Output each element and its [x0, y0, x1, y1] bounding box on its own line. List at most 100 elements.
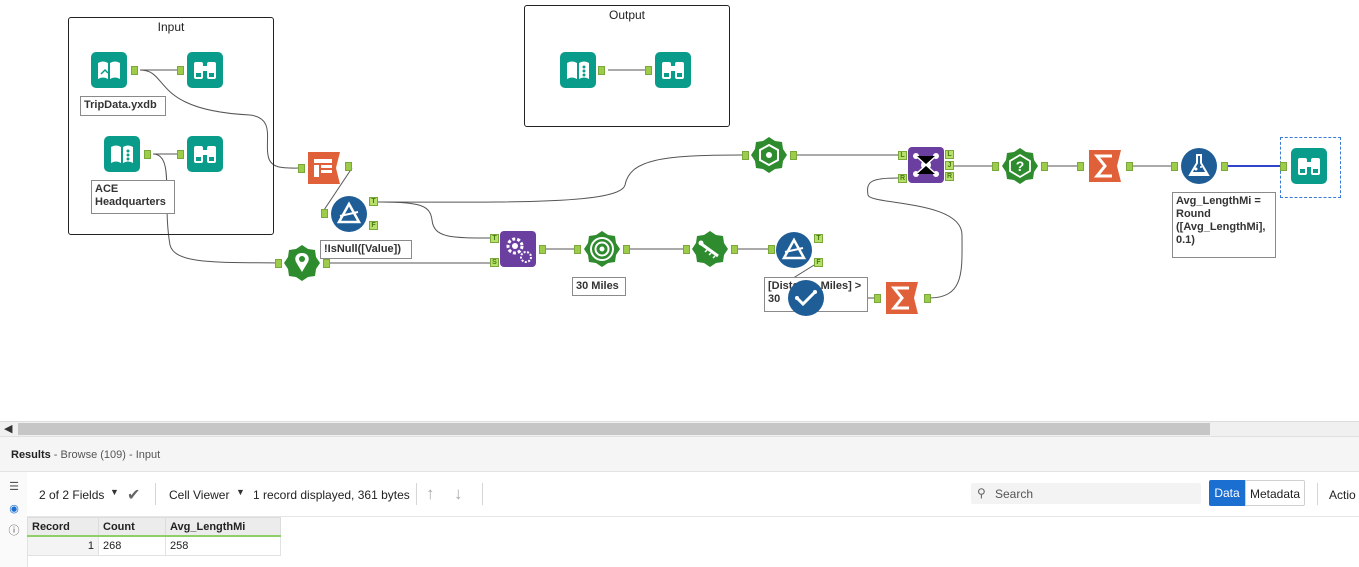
- divider: [1317, 483, 1318, 505]
- chevron-down-icon[interactable]: ▼: [110, 487, 119, 497]
- transpose-tool[interactable]: [306, 150, 342, 186]
- output-anchor[interactable]: [1126, 162, 1133, 171]
- record-cell[interactable]: 1: [27, 535, 99, 556]
- metadata-tab-button[interactable]: Metadata: [1245, 480, 1305, 506]
- actions-menu[interactable]: Actio: [1329, 488, 1356, 502]
- target-anchor[interactable]: T: [490, 234, 499, 243]
- input-data-tool[interactable]: [104, 136, 140, 172]
- table-transform-icon: [308, 152, 340, 184]
- create-points-tool[interactable]: [284, 245, 320, 281]
- container-input[interactable]: Input: [68, 17, 274, 235]
- browse-tool[interactable]: [1291, 148, 1327, 184]
- browse-tool[interactable]: [655, 52, 691, 88]
- search-input[interactable]: ⚲ Search: [971, 483, 1201, 504]
- book-icon: [91, 52, 127, 88]
- annotation-formula: Avg_LengthMi = Round ([Avg_LengthMi], 0.…: [1172, 192, 1276, 258]
- workflow-canvas[interactable]: Input Output: [0, 0, 1359, 421]
- output-anchor[interactable]: [144, 150, 151, 159]
- record-info: 1 record displayed, 361 bytes: [253, 488, 410, 502]
- scrollbar-thumb[interactable]: [18, 423, 1210, 435]
- input-anchor[interactable]: [574, 245, 581, 254]
- formula-tool[interactable]: [1181, 148, 1217, 184]
- input-anchor[interactable]: [1171, 162, 1178, 171]
- true-anchor[interactable]: T: [814, 234, 823, 243]
- column-header[interactable]: Count: [98, 517, 166, 537]
- input-anchor[interactable]: [177, 150, 184, 159]
- scroll-left-icon[interactable]: ◀: [4, 423, 13, 435]
- results-title-label: Results: [11, 449, 51, 461]
- input-data-tool[interactable]: [91, 52, 127, 88]
- output-anchor[interactable]: [131, 66, 138, 75]
- output-anchor[interactable]: [924, 294, 931, 303]
- input-anchor[interactable]: [321, 209, 328, 218]
- chevron-down-icon[interactable]: ▼: [236, 487, 245, 497]
- output-anchor[interactable]: [345, 162, 352, 171]
- spatial-process-tool[interactable]: [500, 231, 536, 267]
- filter-delta-icon: [776, 232, 812, 268]
- browse-tool[interactable]: [187, 136, 223, 172]
- buffer-tool[interactable]: [584, 231, 620, 267]
- divider: [482, 483, 483, 505]
- arrow-down-icon[interactable]: ↓: [454, 484, 463, 503]
- filter-tool[interactable]: [776, 232, 812, 268]
- cell-viewer-dropdown[interactable]: Cell Viewer: [169, 488, 230, 502]
- arrow-up-icon[interactable]: ↑: [426, 484, 435, 503]
- results-subtitle: - Browse (109) - Input: [50, 449, 161, 461]
- input-anchor[interactable]: [683, 245, 690, 254]
- input-anchor[interactable]: [742, 151, 749, 160]
- input-anchor[interactable]: [1077, 162, 1084, 171]
- help-icon[interactable]: ⓘ: [8, 525, 20, 537]
- output-anchor[interactable]: [598, 66, 605, 75]
- input-anchor[interactable]: [177, 66, 184, 75]
- input-anchor[interactable]: [874, 294, 881, 303]
- summarize-tool[interactable]: [884, 280, 920, 316]
- data-cell[interactable]: 268: [98, 535, 166, 556]
- binoculars-icon: [187, 52, 223, 88]
- column-header[interactable]: Avg_LengthMi: [165, 517, 281, 537]
- input-data-tool[interactable]: [560, 52, 596, 88]
- filter-tool[interactable]: [331, 196, 367, 232]
- binoculars-icon[interactable]: ◉: [9, 503, 19, 515]
- input-anchor[interactable]: [768, 245, 775, 254]
- input-anchor[interactable]: [275, 259, 282, 268]
- left-output-anchor[interactable]: L: [945, 150, 954, 159]
- output-anchor[interactable]: [790, 151, 797, 160]
- list-icon[interactable]: ☰: [9, 481, 19, 493]
- join-nodes-icon: [908, 147, 944, 183]
- output-anchor[interactable]: [1221, 162, 1228, 171]
- checkmark-icon[interactable]: ✔: [127, 487, 141, 504]
- true-anchor[interactable]: T: [369, 197, 378, 206]
- distance-tool[interactable]: [788, 280, 824, 316]
- summarize-tool[interactable]: [1087, 148, 1123, 184]
- output-anchor[interactable]: [1041, 162, 1048, 171]
- test-tool[interactable]: ?: [1002, 148, 1038, 184]
- generalize-tool[interactable]: [692, 231, 728, 267]
- input-anchor[interactable]: [992, 162, 999, 171]
- results-toolbar: 2 of 2 Fields ▼ ✔ Cell Viewer ▼ 1 record…: [27, 472, 1359, 517]
- annotation-tripdata: TripData.yxdb: [80, 96, 166, 116]
- browse-tool[interactable]: [187, 52, 223, 88]
- column-header[interactable]: Record: [27, 517, 99, 537]
- source-anchor[interactable]: S: [490, 258, 499, 267]
- join-tool[interactable]: [908, 147, 944, 183]
- output-anchor[interactable]: [323, 259, 330, 268]
- output-anchor[interactable]: [539, 245, 546, 254]
- container-output[interactable]: Output: [524, 5, 730, 127]
- output-anchor[interactable]: [731, 245, 738, 254]
- input-anchor[interactable]: [298, 164, 305, 173]
- table-row[interactable]: 1 268 258: [27, 535, 281, 556]
- output-anchor[interactable]: [623, 245, 630, 254]
- canvas-horizontal-scrollbar[interactable]: ◀: [0, 421, 1359, 436]
- input-anchor[interactable]: [645, 66, 652, 75]
- join-output-anchor[interactable]: J: [945, 161, 954, 170]
- fields-selector[interactable]: 2 of 2 Fields: [39, 488, 105, 502]
- spatial-info-tool[interactable]: [751, 137, 787, 173]
- input-anchor[interactable]: [1280, 162, 1287, 171]
- data-tab-button[interactable]: Data: [1209, 480, 1245, 506]
- left-anchor[interactable]: L: [898, 151, 907, 160]
- data-cell[interactable]: 258: [165, 535, 281, 556]
- false-anchor[interactable]: F: [369, 221, 378, 230]
- right-output-anchor[interactable]: R: [945, 172, 954, 181]
- false-anchor[interactable]: F: [814, 258, 823, 267]
- right-anchor[interactable]: R: [898, 174, 907, 183]
